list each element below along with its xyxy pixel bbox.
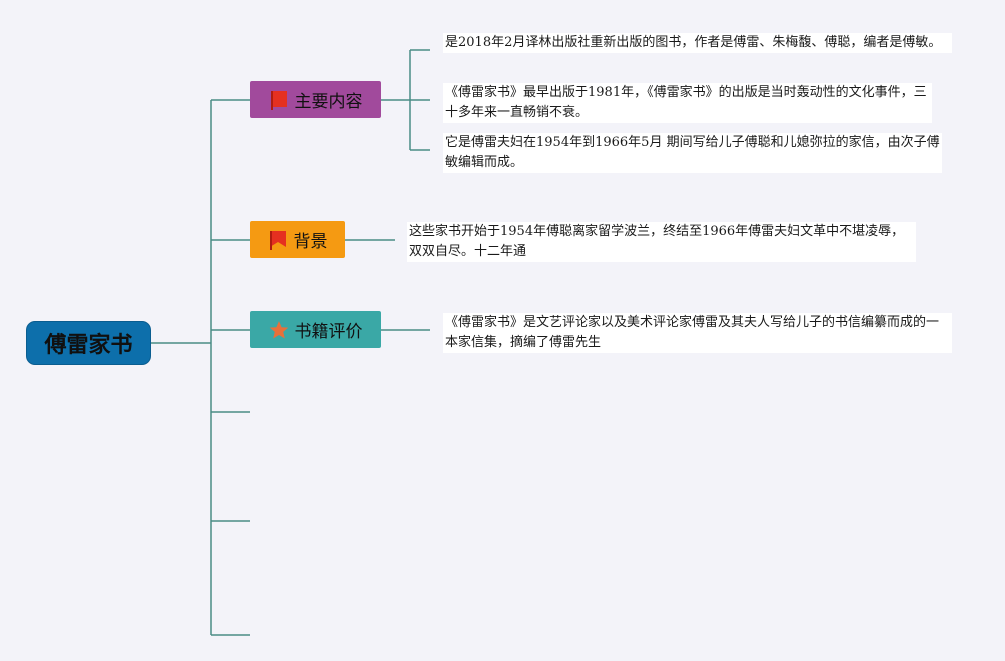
branch-node-book-review[interactable]: 书籍评价 — [250, 311, 381, 348]
branch-node-background[interactable]: 背景 — [250, 221, 345, 258]
orange-star-icon — [269, 320, 289, 340]
branch-node-main-content[interactable]: 主要内容 — [250, 81, 381, 118]
root-node[interactable]: 傅雷家书 — [26, 321, 151, 365]
branch-label: 书籍评价 — [294, 322, 363, 342]
root-label: 傅雷家书 — [44, 333, 133, 358]
leaf-text-main-1: 是2018年2月译林出版社重新出版的图书，作者是傅雷、朱梅馥、傅聪，编者是傅敏。 — [443, 33, 952, 53]
branch-label: 主要内容 — [294, 92, 363, 112]
red-flag-icon — [269, 90, 289, 110]
leaf-text-main-2: 《傅雷家书》最早出版于1981年，《傅雷家书》的出版是当时轰动性的文化事件，三十… — [443, 83, 932, 123]
leaf-text-main-3: 它是傅雷夫妇在1954年到1966年5月 期间写给儿子傅聪和儿媳弥拉的家信，由次… — [443, 133, 942, 173]
leaf-text-review: 《傅雷家书》是文艺评论家以及美术评论家傅雷及其夫人写给儿子的书信编纂而成的一本家… — [443, 313, 952, 353]
red-flag-icon — [268, 230, 288, 250]
leaf-text-background: 这些家书开始于1954年傅聪离家留学波兰，终结至1966年傅雷夫妇文革中不堪凌辱… — [407, 222, 916, 262]
branch-label: 背景 — [293, 232, 328, 252]
